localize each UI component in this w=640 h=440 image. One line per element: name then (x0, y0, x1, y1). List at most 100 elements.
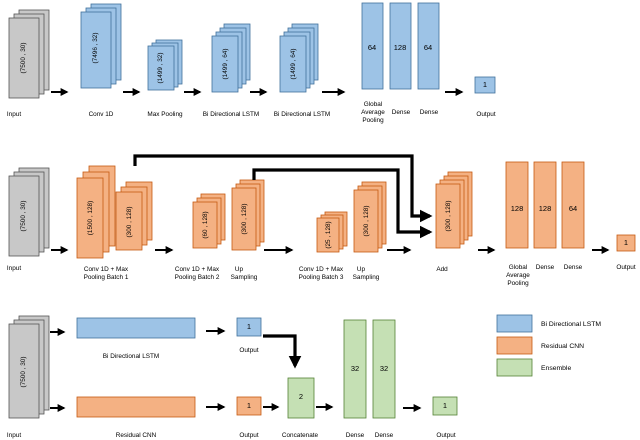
row2-gap-label-3: Pooling (507, 280, 529, 287)
row3-ensemble-model: (7500 , 30) Input Bi Directional LSTM 1 … (7, 315, 458, 439)
row2-input-label: Input (7, 265, 21, 272)
skip-connection-1 (133, 154, 433, 223)
row3-input-label: Input (7, 432, 21, 439)
row2-cb3-label-2: Pooling Batch 3 (299, 274, 344, 281)
row3-cnn-out-value: 1 (247, 401, 251, 410)
row2-up2-label-1: Up (357, 266, 366, 273)
row3-final-value: 1 (443, 401, 447, 410)
row3-dense2-value: 32 (380, 364, 388, 373)
row2-conv-batch1-stack: (1500 , 128) (300 , 128) (76, 165, 153, 259)
row1-input-shape: (7500 , 30) (20, 43, 27, 74)
legend-cnn-swatch (496, 336, 533, 355)
row2-dense2-value: 64 (569, 204, 577, 213)
row2-upsampling1-stack: (300 , 128) (231, 179, 265, 251)
skip-connection-2 (252, 168, 433, 239)
row2-dense2-block (561, 161, 585, 249)
row1-dense2-label: Dense (420, 109, 439, 116)
row2-input-stack: (7500 , 30) (8, 167, 50, 257)
row3-dense2-block (372, 319, 396, 419)
row2-add-label: Add (436, 266, 448, 273)
row1-bilstm2-stack: (1499 , 64) (279, 23, 319, 93)
row1-lstm1-shape: (1499 , 64) (222, 49, 229, 80)
row1-gap-block (361, 2, 384, 90)
row1-lstm2-shape: (1499 , 64) (290, 49, 297, 80)
row2-gap-value: 128 (511, 204, 524, 213)
row3-cnn-label: Residual CNN (116, 432, 157, 439)
row1-dense1-label: Dense (392, 109, 411, 116)
row3-lstm-out-label: Output (239, 347, 258, 354)
row2-up1-label-2: Sampling (231, 274, 258, 281)
row2-cb1-label-2: Pooling Batch 1 (84, 274, 129, 281)
legend: Bi Directional LSTM Residual CNN Ensembl… (496, 314, 601, 377)
row2-cb1-shape-b: (300 , 128) (126, 207, 133, 238)
row1-pool-label: Max Pooling (147, 111, 183, 118)
row1-output-label: Output (476, 111, 495, 118)
row1-lstm-model: (7500 , 30) Input (7496 , 32) Conv 1D (1… (7, 2, 496, 124)
row1-bilstm1-stack: (1499 , 64) (211, 23, 251, 93)
row1-gap-label-1: Global (364, 101, 382, 108)
legend-ensemble-swatch (496, 358, 533, 377)
row3-concat-block (287, 377, 315, 419)
row1-conv-shape: (7496 , 32) (92, 33, 99, 64)
legend-lstm-swatch (496, 314, 533, 333)
row2-cb1-shape-a: (1500 , 128) (87, 201, 94, 235)
row2-residual-cnn-model: (7500 , 30) Input (1500 , 128) (300 , 12… (7, 154, 636, 287)
row3-dense1-block (343, 319, 367, 419)
row2-up1-shape: (300 , 128) (241, 204, 248, 235)
row1-conv-label: Conv 1D (89, 111, 114, 118)
row2-dense2-label: Dense (564, 264, 583, 271)
row2-output-value: 1 (624, 238, 628, 247)
row1-output-block (474, 76, 496, 94)
row2-cb2-label-1: Conv 1D + Max (175, 266, 220, 273)
row3-cnn-output-block (236, 396, 262, 416)
row3-input-stack: (7500 , 30) (8, 315, 50, 419)
row3-input-shape: (7500 , 30) (20, 357, 27, 388)
row1-dense1-value: 128 (394, 43, 407, 52)
row2-add-shape: (300 , 128) (445, 201, 452, 232)
legend-lstm-label: Bi Directional LSTM (541, 321, 601, 328)
row2-gap-label-2: Average (506, 272, 530, 279)
row3-final-output-block (432, 396, 458, 416)
row1-dense1-block (389, 2, 412, 90)
row3-cnn-block (76, 396, 196, 418)
row2-add-stack: (300 , 128) (435, 171, 473, 249)
row2-output-block (616, 234, 636, 252)
row1-input-label: Input (7, 111, 21, 118)
row2-dense1-label: Dense (536, 264, 555, 271)
row2-cb2-label-2: Pooling Batch 2 (175, 274, 220, 281)
row2-output-label: Output (616, 264, 635, 271)
row2-cb2-shape: (60 , 128) (202, 211, 209, 238)
row2-cb3-shape: (25 , 128) (325, 221, 332, 248)
row3-lstm-out-value: 1 (247, 322, 251, 331)
row1-output-value: 1 (483, 80, 487, 89)
row1-maxpool-stack: (1499 , 32) (147, 39, 183, 91)
row3-cnn-out-label: Output (239, 432, 258, 439)
row2-conv-batch2-stack: (60 , 128) (192, 193, 226, 249)
row2-up2-shape: (300 , 128) (363, 206, 370, 237)
row1-gap-value: 64 (368, 43, 376, 52)
row3-dense1-value: 32 (351, 364, 359, 373)
row2-dense1-value: 128 (539, 204, 552, 213)
row3-concat-value: 2 (299, 392, 303, 401)
row2-conv-batch3-stack: (25 , 128) (316, 211, 348, 253)
row1-pool-shape: (1499 , 32) (157, 53, 164, 84)
row2-upsampling2-stack: (300 , 128) (353, 181, 387, 253)
row1-lstm1-label: Bi Directional LSTM (203, 111, 259, 118)
row2-input-shape: (7500 , 30) (20, 201, 27, 232)
row1-lstm2-label: Bi Directional LSTM (274, 111, 330, 118)
row1-conv1d-stack: (7496 , 32) (80, 3, 122, 89)
row1-input-stack: (7500 , 30) (8, 9, 50, 99)
row1-gap-label-2: Average (361, 109, 385, 116)
row2-up1-label-1: Up (235, 266, 244, 273)
row3-lstm-block (76, 317, 196, 339)
legend-cnn-label: Residual CNN (541, 343, 584, 350)
row2-gap-block (505, 161, 529, 249)
row1-gap-label-3: Pooling (362, 117, 384, 124)
row3-concat-label: Concatenate (282, 432, 319, 439)
row3-dense1-label: Dense (346, 432, 365, 439)
row2-cb1-label-1: Conv 1D + Max (84, 266, 129, 273)
row1-dense2-value: 64 (424, 43, 432, 52)
row2-up2-label-2: Sampling (353, 274, 380, 281)
row3-dense2-label: Dense (375, 432, 394, 439)
